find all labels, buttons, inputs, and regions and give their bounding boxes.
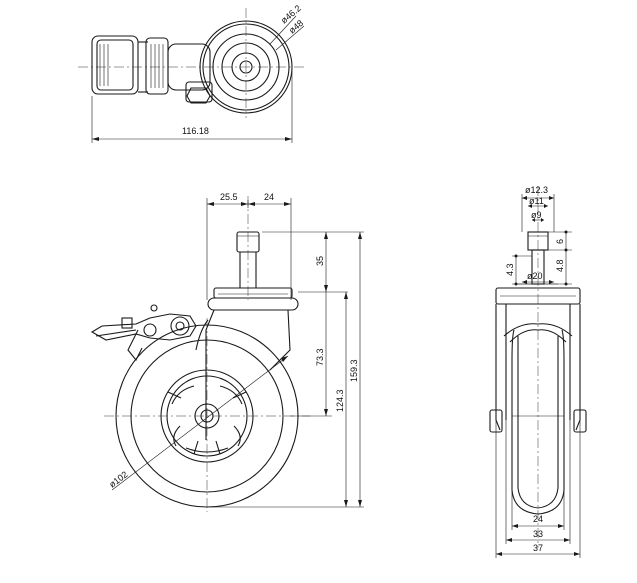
dim-4-3-label: 4.3 — [505, 263, 515, 276]
fork-outer-width-label: 37 — [533, 543, 543, 553]
total-height-label: 159.3 — [349, 359, 359, 382]
base-diameter-label: ø20 — [527, 271, 543, 281]
wheel-center-height-label: 124.3 — [335, 389, 345, 412]
top-view: ø46.2 ø48 116.18 — [78, 3, 305, 143]
wheel-diameter-label: ø102 — [107, 469, 129, 489]
dim-6-label: 6 — [555, 239, 565, 244]
top-overall-width-label: 116.18 — [182, 126, 209, 136]
front-view: ø12.3 ø11 ø9 6 4.8 4.3 ø20 — [489, 185, 587, 558]
stem-diameter-inner-label: ø9 — [531, 210, 542, 220]
fork-inner-width-label: 33 — [533, 529, 543, 539]
stem-height-label: 35 — [315, 256, 325, 266]
dim-4-8-label: 4.8 — [555, 259, 565, 272]
upper-height-label: 73.3 — [315, 348, 325, 366]
swivel-width-label: 24 — [264, 192, 274, 202]
side-view: ø102 25.5 24 35 73.3 124.3 — [90, 192, 364, 512]
stem-diameter-mid-label: ø11 — [529, 196, 544, 206]
stem-diameter-top-label: ø12.3 — [525, 185, 548, 195]
wheel-width-label: 24 — [533, 514, 543, 524]
offset-horizontal-label: 25.5 — [220, 192, 238, 202]
